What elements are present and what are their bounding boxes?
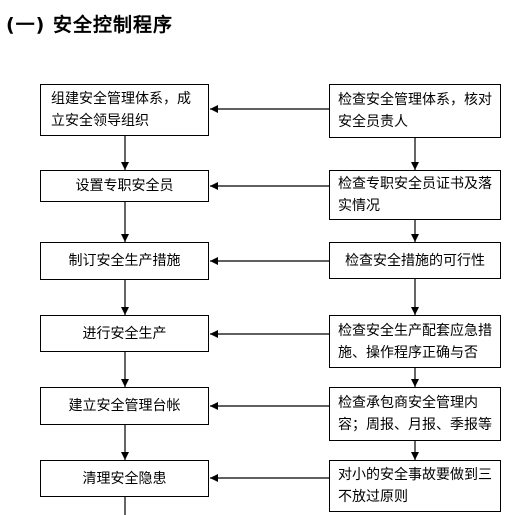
- check-emergency-procedures: 检查安全生产配套应急措施、操作程序正确与否: [329, 315, 501, 368]
- step-label: 组建安全管理体系，成立安全领导组织: [51, 91, 191, 129]
- step-label: 设置专职安全员: [75, 178, 174, 194]
- check-label: 检查专职安全员证书及落实情况: [338, 176, 492, 214]
- step-formulate-measures: 制订安全生产措施: [40, 242, 209, 280]
- step-build-safety-system: 组建安全管理体系，成立安全领导组织: [40, 84, 209, 136]
- step-label: 建立安全管理台帐: [68, 398, 181, 414]
- check-label: 检查安全生产配套应急措施、操作程序正确与否: [338, 322, 492, 361]
- step-safety-ledger: 建立安全管理台帐: [40, 387, 209, 425]
- check-label: 检查安全管理体系，核对安全员责人: [338, 92, 492, 130]
- check-measure-feasibility: 检查安全措施的可行性: [329, 242, 501, 279]
- section-title: (一) 安全控制程序: [6, 14, 173, 36]
- check-three-no-pass: 对小的安全事故要做到三不放过原则: [329, 460, 501, 512]
- check-safety-system: 检查安全管理体系，核对安全员责人: [329, 84, 501, 138]
- step-label: 制订安全生产措施: [68, 253, 181, 269]
- check-officer-certificate: 检查专职安全员证书及落实情况: [329, 170, 501, 220]
- step-label: 清理安全隐患: [82, 470, 167, 487]
- check-label: 检查承包商安全管理内容；周报、月报、季报等: [338, 395, 492, 433]
- step-clear-hazards: 清理安全隐患: [40, 460, 209, 497]
- step-assign-safety-officer: 设置专职安全员: [40, 170, 209, 202]
- step-label: 进行安全生产: [82, 325, 167, 342]
- check-label: 检查安全措施的可行性: [345, 252, 485, 269]
- check-label: 对小的安全事故要做到三不放过原则: [338, 467, 492, 505]
- check-contractor-reports: 检查承包商安全管理内容；周报、月报、季报等: [329, 387, 501, 441]
- step-safe-production: 进行安全生产: [40, 315, 209, 352]
